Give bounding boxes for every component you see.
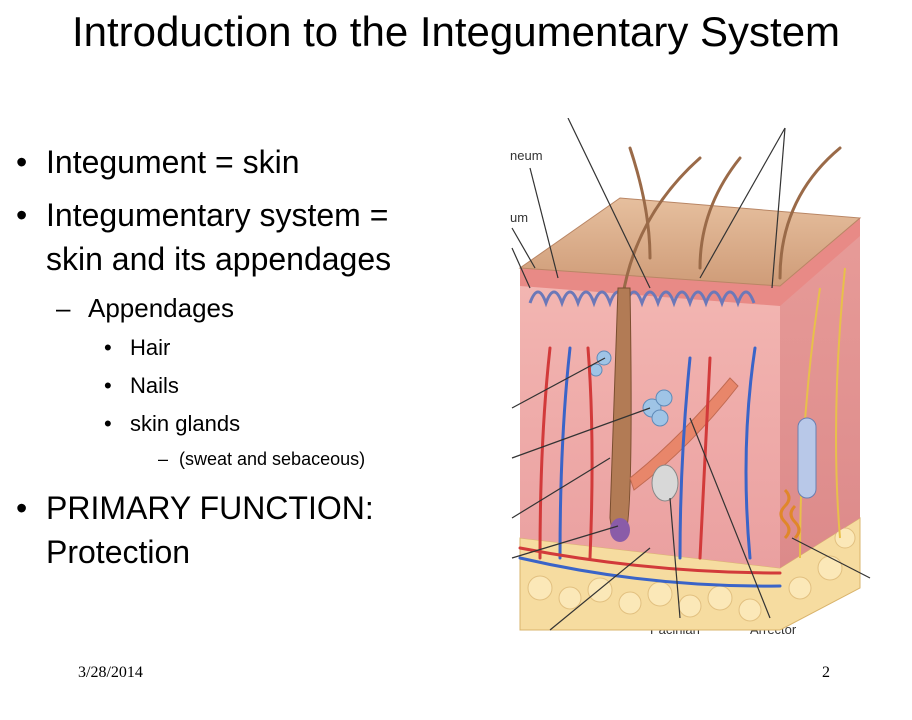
bullet-text: Hair (130, 335, 171, 360)
bullet-text: PRIMARY FUNCTION: Protection (46, 490, 374, 570)
page-number: 2 (822, 664, 830, 681)
bullet-text: (sweat and sebaceous) (179, 449, 366, 469)
dermal-papillae (528, 290, 756, 308)
bullet-integument: •Integument = skin (16, 144, 300, 180)
skin-surface (518, 197, 862, 287)
bullet-text: Nails (130, 373, 179, 398)
bullet-text: Appendages (88, 293, 235, 323)
label-fragment-2: um (510, 210, 528, 225)
side-hair-follicle (797, 417, 817, 499)
footer-date: 3/28/2014 (78, 664, 143, 681)
sub-bullet-skin-glands: •skin glands (104, 411, 241, 436)
bullet-text: skin glands (130, 411, 241, 436)
bullet-integumentary-system: •Integumentary system = skin and its app… (16, 197, 392, 277)
fat-lobules (527, 527, 856, 622)
bullet-primary-function: •PRIMARY FUNCTION: Protection (16, 490, 374, 570)
bullet-list: •Integument = skin •Integumentary system… (14, 140, 454, 583)
epidermis-layer (520, 218, 860, 306)
label-fragment-1: neum (510, 148, 543, 163)
bullet-text: Integumentary system = skin and its appe… (46, 197, 392, 277)
skin-cross-section-illustration: neum um Pacinian Arrector (510, 118, 871, 634)
dermis-front (520, 278, 780, 568)
sub-bullet-hair: •Hair (104, 335, 171, 360)
pacinian-corpuscle (651, 464, 679, 502)
slide-title: Introduction to the Integumentary System (71, 8, 841, 55)
blood-vessels (518, 346, 782, 588)
sub-bullet-glands-note: –(sweat and sebaceous) (158, 449, 366, 469)
bullet-text: Integument = skin (46, 144, 300, 180)
sweat-gland (779, 488, 801, 540)
sub-bullet-nails: •Nails (104, 373, 179, 398)
label-leader-lines (511, 118, 871, 631)
sub-bullet-appendages: –Appendages (56, 293, 235, 323)
hair-bulb (610, 518, 630, 542)
